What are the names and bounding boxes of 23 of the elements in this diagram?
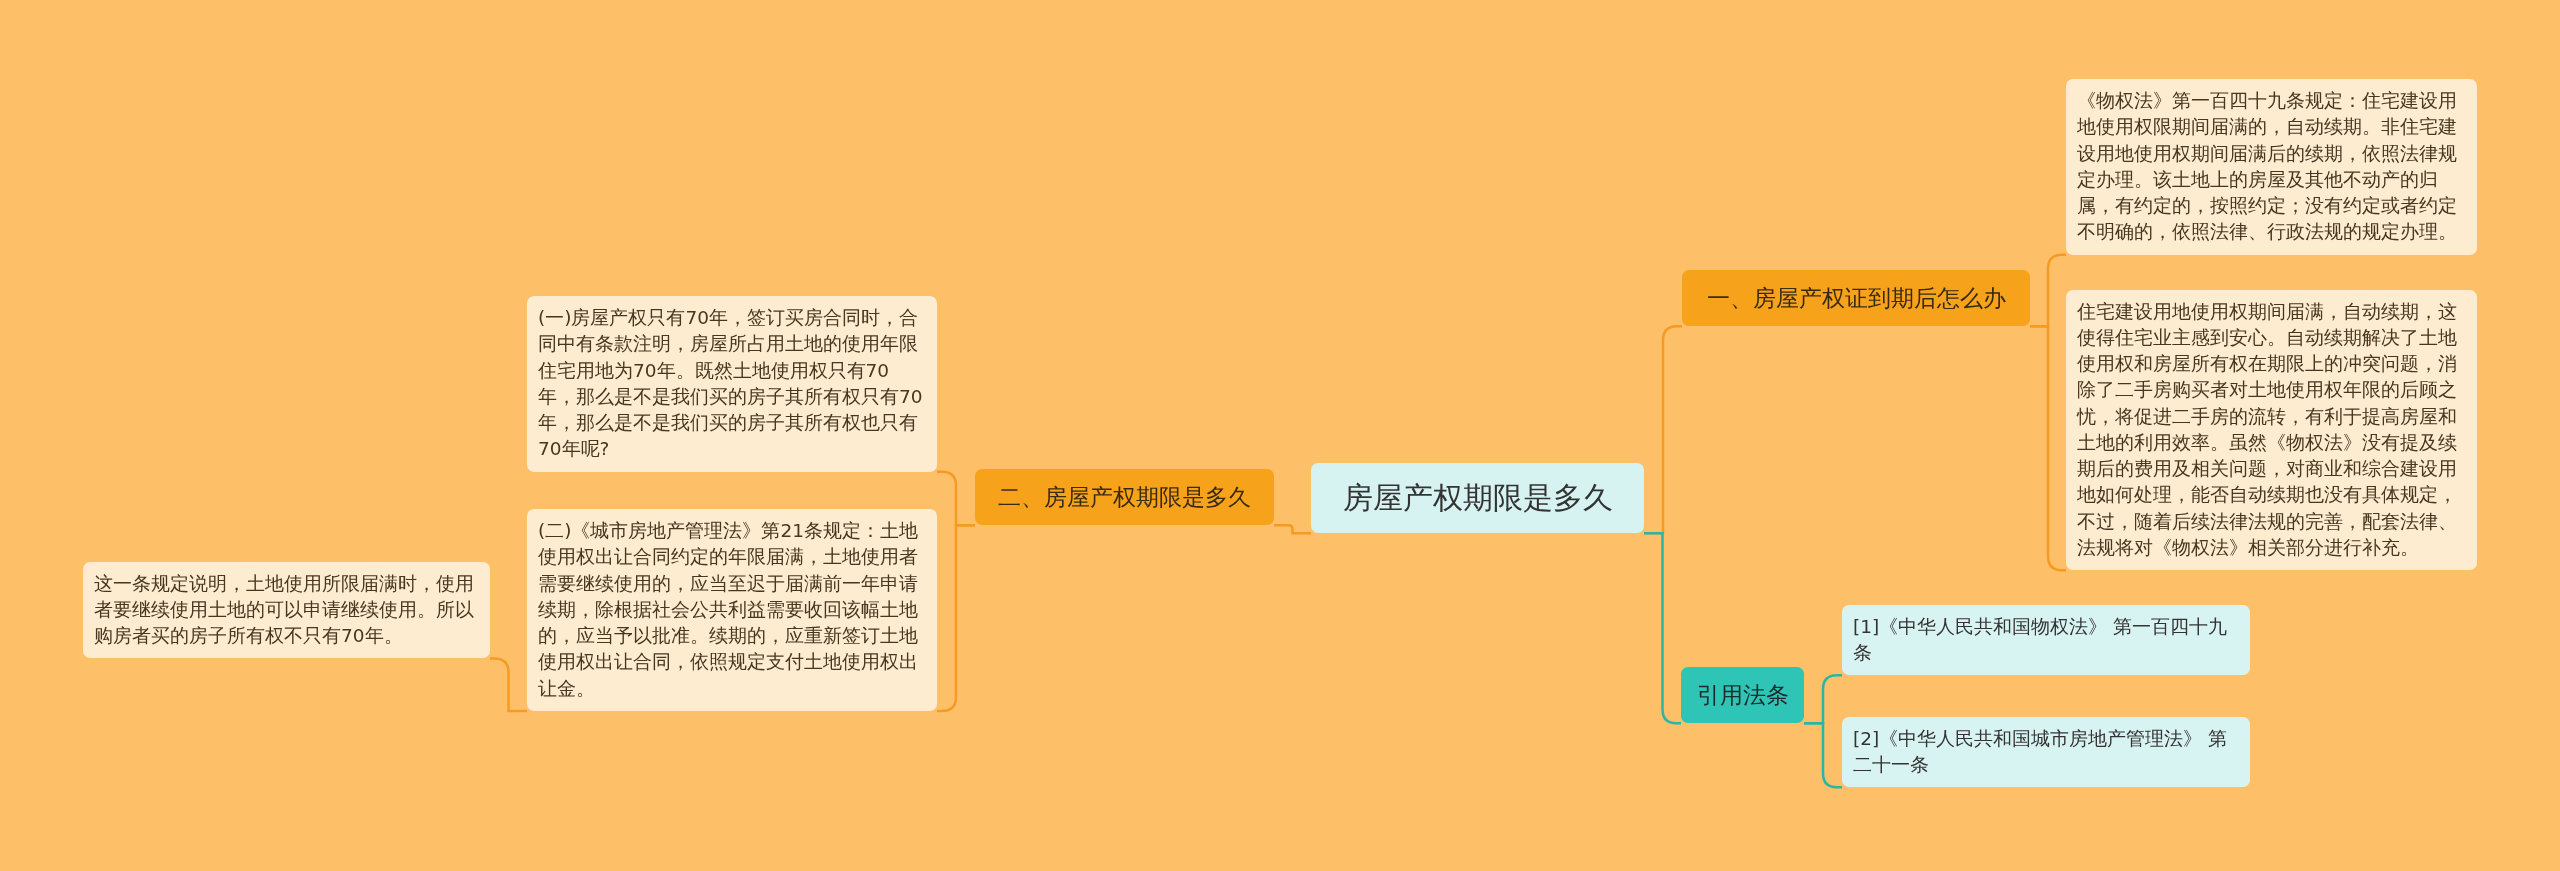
topic-text: 引用法条: [1696, 680, 1789, 710]
reference-card: [1842, 716, 2250, 788]
topic-text: 一、房屋产权证到期后怎么办: [1706, 283, 2006, 313]
branch-topic: [1682, 269, 2030, 327]
topic-text: 《物权法》第一百四十九条规定：住宅建设用地使用权限期间届满的，自动续期。非住宅建设用地使用权期间届满后的续期，依照法律规定办理。该土地上的房屋及其他不动产的归属，有约定的，按照约定；没有约定或者约定不明确的，依照法律、行政法规的规定办理。: [2077, 89, 2458, 245]
topic-text: 这一条规定说明，土地使用所限届满时，使用者要继续使用土地的可以申请继续使用。所以购房者买的房子所有权不只有70年。: [94, 571, 475, 649]
topic-text: [2]《中华人民共和国城市房地产管理法》 第二十一条: [1853, 726, 2229, 777]
note-card: [527, 509, 937, 711]
note-card: [527, 296, 937, 472]
topic-text: 住宅建设用地使用权期间届满，自动续期，这使得住宅业主感到安心。自动续期解决了土地使用权和房屋所有权在期限上的冲突问题，消除了二手房购买者对土地使用权年限的后顾之忧，将促进二手房的流转，有利于提高房屋和土地的利用效率。虽然《物权法》没有提及续期后的费用及相关问题，对商业和综合建设用地如何处理，能否自动续期也没有具体规定，不过，随着后续法律法规的完善，配套法律、法规将对《物权法》相关部分进行补充。: [2077, 299, 2458, 560]
branch-topic: [1681, 666, 1804, 724]
topic-text: 二、房屋产权期限是多久: [998, 482, 1251, 512]
central-topic: [1311, 462, 1644, 534]
topic-text: (二)《城市房地产管理法》第21条规定：土地使用权出让合同约定的年限届满，土地使用者需要继续使用的，应当至迟于届满前一年申请续期，除根据社会公共利益需要收回该幅土地的，应当予以批准。续期的，应重新签订土地使用权出让合同，依照规定支付土地使用权出让金。: [538, 519, 919, 701]
connector-line: [490, 657, 527, 713]
note-card: [2066, 79, 2477, 255]
branch-topic: [975, 468, 1274, 526]
topic-text: 房屋产权期限是多久: [1342, 478, 1613, 517]
reference-card: [1842, 604, 2250, 676]
note-card: [83, 561, 490, 659]
connector-line: [1274, 524, 1311, 535]
topic-text: (一)房屋产权只有70年，签订买房合同时，合同中有条款注明，房屋所占用土地的使用年限住宅用地为70年。既然土地使用权只有70年，那么是不是我们买的房子其所有权只有70年，那么是不是我们买的房子其所有权也只有70年呢?: [538, 306, 924, 462]
topic-text: [1]《中华人民共和国物权法》 第一百四十九条: [1853, 614, 2229, 665]
